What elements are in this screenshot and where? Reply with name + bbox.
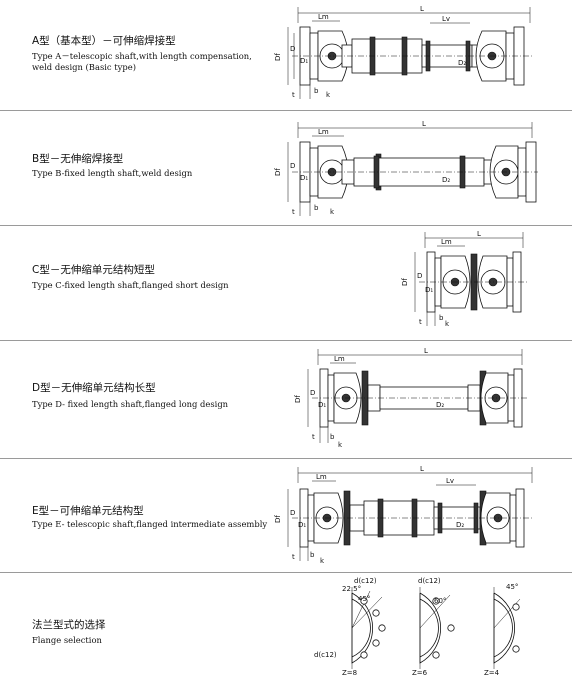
flange-z8-drawing: 22.5° 45° d(c12) d(c12) Z=8 [314, 577, 386, 677]
type-a-title-en-line2: weld design (Basic type) [32, 62, 136, 72]
dim-Lm: Lm [316, 473, 327, 481]
dim-k: k [445, 320, 450, 328]
separator-1 [0, 110, 572, 111]
z4-angle-45: 45° [506, 583, 518, 591]
z6-angle-60: 60° [434, 597, 446, 605]
z8-hole-top: d(c12) [354, 577, 377, 585]
z4-label: Z=4 [484, 669, 500, 677]
dim-b: b [310, 551, 315, 559]
section-type-a: A型（基本型）－可伸缩焊接型 Type A－telescopic shaft,w… [0, 0, 572, 110]
dim-L: L [477, 230, 481, 238]
type-c-shaft-drawing: L Lm Df D D₁ t b k [401, 230, 527, 328]
dim-Lv: Lv [442, 15, 450, 23]
dim-t: t [292, 553, 295, 561]
dim-L: L [422, 120, 426, 128]
flange-z6-drawing: d(c12) 60° Z=6 [412, 577, 455, 677]
type-e-title-en: Type E- telescopic shaft,flanged interme… [32, 519, 268, 529]
dim-L: L [424, 347, 428, 355]
type-c-title-cn: C型－无伸缩单元结构短型 [32, 264, 155, 276]
type-e-title-cn: E型－可伸缩单元结构型 [32, 505, 144, 517]
dim-t: t [292, 208, 295, 216]
dim-Df: Df [294, 395, 302, 403]
type-e-shaft-drawing: L Lm Lv Df D D₁ D₂ t b k [274, 465, 533, 565]
dim-b: b [314, 87, 319, 95]
type-a-shaft-drawing: L Lm Lv Df D D₁ D₂ [274, 5, 532, 99]
dim-Lv: Lv [446, 477, 454, 485]
type-b-title-en: Type B-fixed length shaft,weld design [32, 168, 193, 178]
dim-D2: D₂ [436, 401, 444, 409]
dim-k: k [338, 441, 343, 449]
separator-2 [0, 225, 572, 226]
dim-D2: D₂ [442, 176, 450, 184]
flange-z4-drawing: 45° Z=4 [484, 583, 521, 677]
dim-Lm: Lm [318, 13, 329, 21]
dim-b: b [439, 314, 444, 322]
flange-title-cn: 法兰型式的选择 [32, 619, 106, 631]
dim-D1: D₁ [318, 401, 326, 409]
type-b-title-cn: B型－无伸缩焊接型 [32, 153, 124, 165]
dim-k: k [330, 208, 335, 216]
dim-b: b [330, 433, 335, 441]
dim-t: t [312, 433, 315, 441]
flange-title-en: Flange selection [32, 635, 102, 645]
dim-D: D [290, 162, 295, 170]
type-a-title-cn: A型（基本型）－可伸缩焊接型 [32, 35, 176, 47]
section-type-c: C型－无伸缩单元结构短型 Type C-fixed length shaft,f… [0, 226, 572, 340]
dim-D1: D₁ [298, 521, 306, 529]
dim-Df: Df [274, 53, 282, 61]
dim-L: L [420, 465, 424, 473]
section-type-e: E型－可伸缩单元结构型 Type E- telescopic shaft,fla… [0, 459, 572, 572]
dim-k: k [320, 557, 325, 565]
dim-t: t [419, 318, 422, 326]
section-type-b: B型－无伸缩焊接型 Type B-fixed length shaft,weld… [0, 111, 572, 225]
dim-D1: D₁ [425, 286, 433, 294]
dim-Df: Df [274, 168, 282, 176]
dim-D: D [310, 389, 315, 397]
type-a-title-en-line1: Type A－telescopic shaft,with length comp… [32, 51, 252, 61]
dim-D: D [290, 509, 295, 517]
type-d-shaft-drawing: L Lm Df D D₁ D₂ t b k [294, 347, 528, 449]
dim-t: t [292, 91, 295, 99]
dim-D: D [417, 272, 422, 280]
z8-angle-45: 45° [358, 595, 370, 603]
section-flange-selection: 法兰型式的选择 Flange selection 22.5° 45° d(c12… [0, 573, 572, 679]
dim-k: k [326, 91, 331, 99]
dim-D2: D₂ [456, 521, 464, 529]
dim-Lm: Lm [441, 238, 452, 246]
z8-angle-22-5: 22.5° [342, 585, 361, 593]
z8-hole-bottom: d(c12) [314, 651, 337, 659]
dim-Df: Df [401, 278, 409, 286]
separator-5 [0, 572, 572, 573]
dim-D1: D₁ [300, 174, 308, 182]
z8-label: Z=8 [342, 669, 357, 677]
separator-4 [0, 458, 572, 459]
separator-3 [0, 340, 572, 341]
type-c-title-en: Type C-fixed length shaft,flanged short … [32, 280, 229, 290]
dim-Lm: Lm [318, 128, 329, 136]
dim-D: D [290, 45, 295, 53]
dim-Lm: Lm [334, 355, 345, 363]
dim-b: b [314, 204, 319, 212]
section-type-d: D型－无伸缩单元结构长型 Type D- fixed length shaft,… [0, 341, 572, 458]
z6-label: Z=6 [412, 669, 428, 677]
dim-D2: D₂ [458, 59, 466, 67]
dim-D1: D₁ [300, 57, 308, 65]
dim-Df: Df [274, 515, 282, 523]
z6-hole: d(c12) [418, 577, 441, 585]
dim-L: L [420, 5, 424, 13]
type-d-title-en: Type D- fixed length shaft,flanged long … [32, 399, 229, 409]
type-d-title-cn: D型－无伸缩单元结构长型 [32, 382, 156, 394]
type-b-shaft-drawing: L Lm Df D D₁ D₂ t b k [274, 120, 538, 216]
